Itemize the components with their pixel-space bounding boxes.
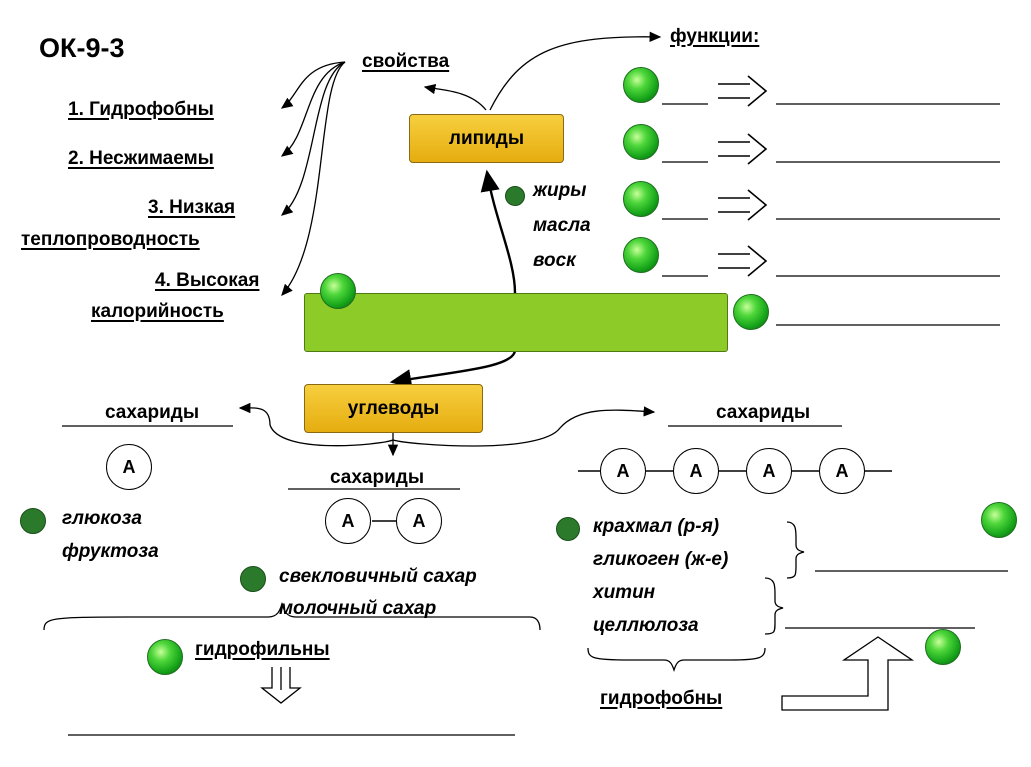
property-4-line1: 4. Высокая <box>155 270 260 291</box>
mono-example-fructose: фруктоза <box>62 541 159 562</box>
property-3-line2: теплопроводность <box>21 229 200 250</box>
di-example-beet-sugar: свекловичный сахар <box>279 566 477 587</box>
polysaccharide-unit-3: А <box>746 448 792 494</box>
marker-dot <box>505 186 525 206</box>
green-ball-function-1[interactable] <box>623 67 659 103</box>
marker-dot <box>556 517 580 541</box>
hidden-answer-bar[interactable] <box>304 293 728 352</box>
lipid-example-fats: жиры <box>533 180 587 201</box>
hydrophobic-label: гидрофобны <box>600 688 723 709</box>
lipid-example-oils: масла <box>533 215 591 236</box>
marker-dot <box>20 508 46 534</box>
property-4-line2: калорийность <box>91 301 224 322</box>
monomer-circle: А <box>106 444 152 490</box>
poly-example-glycogen: гликоген (ж-е) <box>593 549 729 570</box>
poly-example-chitin: хитин <box>593 582 656 603</box>
green-ball-storage[interactable] <box>981 502 1017 538</box>
polysaccharide-unit-4: А <box>819 448 865 494</box>
poly-example-starch: крахмал (р-я) <box>593 516 720 537</box>
properties-label: свойства <box>362 51 450 72</box>
lipids-box: липиды <box>409 114 564 163</box>
polysaccharide-unit-2: А <box>673 448 719 494</box>
green-ball-bar-right[interactable] <box>733 294 769 330</box>
lipid-example-wax: воск <box>533 250 576 271</box>
mono-example-glucose: глюкоза <box>62 508 142 529</box>
saccharides-middle-label: сахариды <box>330 467 425 488</box>
green-ball-bar-left[interactable] <box>320 273 356 309</box>
green-ball-hydrophilic[interactable] <box>147 639 183 675</box>
marker-dot <box>240 566 266 592</box>
green-ball-function-2[interactable] <box>623 124 659 160</box>
green-ball-function-3[interactable] <box>623 181 659 217</box>
functions-label: функции: <box>670 26 760 47</box>
di-example-milk-sugar: молочный сахар <box>279 598 437 619</box>
polysaccharide-unit-1: А <box>600 448 646 494</box>
poly-example-cellulose: целлюлоза <box>593 615 699 636</box>
property-3-line1: 3. Низкая <box>148 197 236 218</box>
saccharides-left-label: сахариды <box>105 402 200 423</box>
property-2: 2. Несжимаемы <box>68 148 214 169</box>
page-title: ОК-9-3 <box>39 33 125 63</box>
disaccharide-unit-2: А <box>396 498 442 544</box>
green-ball-structural[interactable] <box>925 629 961 665</box>
saccharides-right-label: сахариды <box>716 402 811 423</box>
green-ball-function-4[interactable] <box>623 237 659 273</box>
property-1: 1. Гидрофобны <box>68 99 214 120</box>
disaccharide-unit-1: А <box>325 498 371 544</box>
hydrophilic-label: гидрофильны <box>195 639 330 660</box>
carbohydrates-box: углеводы <box>304 384 483 433</box>
